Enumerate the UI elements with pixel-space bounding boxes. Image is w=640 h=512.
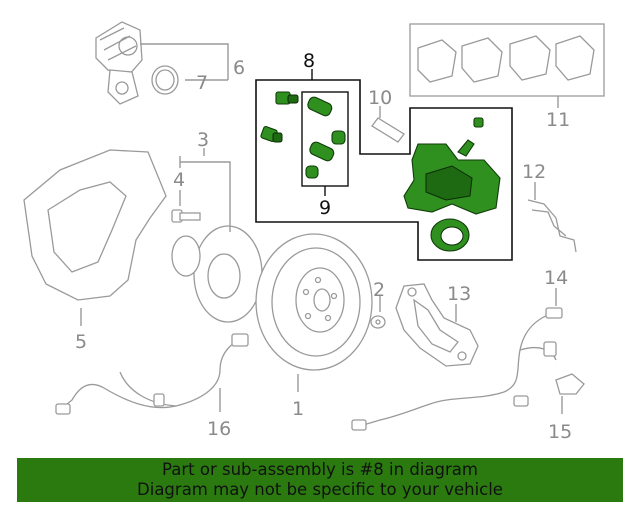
- callout-5[interactable]: 5: [75, 331, 87, 353]
- info-banner: Part or sub-assembly is #8 in diagram Di…: [17, 458, 623, 502]
- callout-8[interactable]: 8: [303, 50, 315, 72]
- callout-14[interactable]: 14: [544, 267, 568, 289]
- part-2-screw[interactable]: [370, 315, 386, 329]
- callout-9[interactable]: 9: [319, 197, 331, 219]
- part-7-seal-ring[interactable]: [151, 65, 179, 95]
- part-5-dust-shield[interactable]: [23, 149, 167, 301]
- callout-6[interactable]: 6: [233, 57, 245, 79]
- part-13-caliper-bracket[interactable]: [395, 283, 479, 367]
- callout-13[interactable]: 13: [447, 283, 471, 305]
- part-8-guide-bolt-lower[interactable]: [260, 125, 283, 143]
- part-8-guide-bolt-upper[interactable]: [275, 91, 299, 105]
- part-3-hub-bearing[interactable]: [171, 225, 263, 323]
- part-8-outline-box: [255, 79, 513, 261]
- callout-11[interactable]: 11: [546, 109, 570, 131]
- part-6-wheel-cylinder[interactable]: [95, 21, 143, 105]
- callout-16[interactable]: 16: [207, 418, 231, 440]
- part-12-clip[interactable]: [527, 199, 577, 253]
- callout-10[interactable]: 10: [368, 87, 392, 109]
- part-8-caliper-body[interactable]: [403, 117, 501, 215]
- callout-7[interactable]: 7: [196, 72, 208, 94]
- part-10-pin[interactable]: [371, 117, 405, 143]
- parts-diagram: 6 7 8 9 10: [23, 21, 605, 443]
- part-16-wiring-harness[interactable]: [55, 333, 249, 415]
- banner-line-2: Diagram may not be specific to your vehi…: [137, 480, 503, 499]
- callout-12[interactable]: 12: [522, 161, 546, 183]
- leader-6-7: [140, 43, 229, 81]
- callout-15[interactable]: 15: [548, 421, 572, 443]
- callout-2[interactable]: 2: [373, 279, 385, 301]
- leader-3: [179, 148, 231, 232]
- callout-1[interactable]: 1: [292, 398, 304, 420]
- part-14-wiring-harness[interactable]: [351, 307, 563, 431]
- callout-3[interactable]: 3: [197, 129, 209, 151]
- callout-4[interactable]: 4: [173, 169, 185, 191]
- part-15-speed-sensor[interactable]: [555, 373, 585, 395]
- part-11-outline-box: [409, 23, 605, 97]
- banner-line-1: Part or sub-assembly is #8 in diagram: [162, 460, 478, 479]
- part-1-brake-rotor[interactable]: [255, 233, 373, 371]
- part-4-hub-bolt[interactable]: [171, 209, 201, 223]
- part-9-guide-pin-kit[interactable]: [305, 95, 346, 179]
- part-11-brake-pads[interactable]: [417, 35, 595, 83]
- part-8-piston-seal[interactable]: [430, 218, 470, 252]
